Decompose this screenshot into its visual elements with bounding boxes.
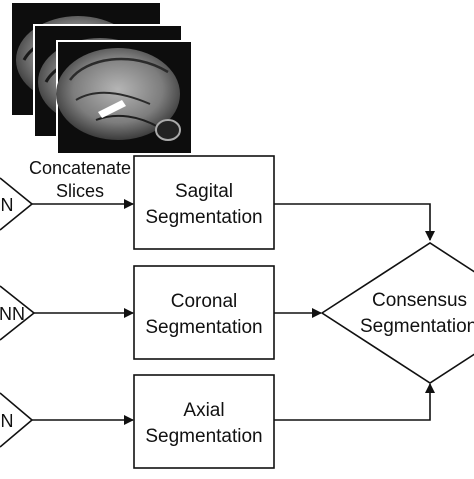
axial-box-line2: Segmentation [145, 426, 262, 447]
axial-segmentation-box: Axial Segmentation [133, 374, 275, 469]
cnn-node-3: N [0, 392, 34, 448]
consensus-line1: Consensus [372, 290, 467, 311]
cnn-node-label: NN [0, 304, 25, 324]
coronal-box-line1: Coronal [171, 291, 238, 312]
cnn-node-label: N [1, 195, 14, 215]
sagital-segmentation-box: Sagital Segmentation [133, 155, 275, 250]
segmentation-highlight [98, 100, 126, 118]
consensus-line2: Segmentation [360, 316, 474, 337]
consensus-segmentation-diamond: Consensus Segmentation [320, 242, 474, 384]
mri-stack [12, 3, 193, 155]
coronal-segmentation-box: Coronal Segmentation [133, 265, 275, 360]
concatenate-label-line1: Concatenate [29, 158, 131, 178]
axial-box-line1: Axial [183, 400, 224, 421]
concatenate-label-line2: Slices [56, 181, 104, 201]
sagital-box-line1: Sagital [175, 181, 233, 202]
cnn-node-label: N [1, 411, 14, 431]
sagital-box-line2: Segmentation [145, 207, 262, 228]
cnn-node-1: N [0, 177, 34, 231]
arrow-sagital-to-consensus [274, 203, 435, 241]
mri-slice-front [56, 40, 193, 155]
cnn-node-2: NN [0, 285, 36, 341]
coronal-box-line2: Segmentation [145, 317, 262, 338]
arrow-axial-to-consensus [274, 383, 435, 421]
